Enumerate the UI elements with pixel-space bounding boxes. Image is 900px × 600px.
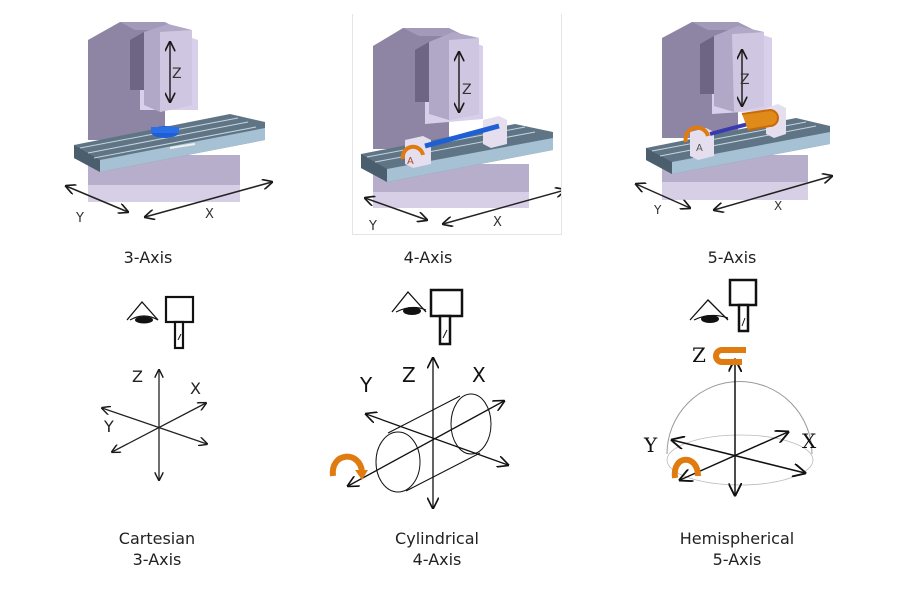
cutting-tool-icon bbox=[728, 278, 758, 333]
caption-subtitle: 4-Axis bbox=[412, 550, 462, 569]
x-axis-label: X bbox=[493, 215, 502, 230]
eye-icon bbox=[689, 299, 729, 323]
caption-cartesian: Cartesian 3-Axis bbox=[47, 528, 267, 570]
diagram-hemispherical: Z X Y bbox=[630, 270, 840, 510]
x-axis-label: X bbox=[190, 379, 201, 398]
diagram-cylindrical: Z X Y bbox=[320, 280, 520, 510]
diagram-cartesian: Z X Y bbox=[90, 280, 240, 500]
rotary-a-icon bbox=[683, 125, 710, 143]
x-axis-label: X bbox=[205, 207, 214, 222]
caption-title: Hemispherical bbox=[679, 529, 795, 548]
rotary-a-icon bbox=[671, 456, 701, 479]
machine-label-5-axis: 5-Axis bbox=[707, 248, 757, 267]
machine-4-axis-illustration: Z A Y X bbox=[361, 28, 561, 234]
eye-icon bbox=[391, 290, 427, 315]
svg-text:A: A bbox=[407, 156, 414, 167]
x-axis-arrow bbox=[348, 401, 504, 486]
x-axis-label: X bbox=[802, 429, 817, 453]
caption-title: Cylindrical bbox=[395, 529, 479, 548]
z-axis-label: Z bbox=[692, 343, 706, 367]
machine-label-4-axis: 4-Axis bbox=[403, 248, 453, 267]
caption-cylindrical: Cylindrical 4-Axis bbox=[327, 528, 547, 570]
z-axis-label: Z bbox=[132, 367, 143, 386]
caption-hemispherical: Hemispherical 5-Axis bbox=[627, 528, 847, 570]
machine-3-axis-illustration: Z Y X bbox=[60, 22, 290, 226]
z-axis-label: Z bbox=[172, 66, 182, 82]
y-axis-arrow bbox=[636, 184, 690, 208]
y-axis-arrow bbox=[66, 186, 128, 212]
machine-3-axis: Z Y X bbox=[60, 10, 290, 230]
y-axis-label: Y bbox=[653, 203, 662, 217]
rotary-c-icon bbox=[741, 108, 779, 131]
rotary-c-icon bbox=[713, 347, 746, 365]
svg-text:A: A bbox=[696, 143, 703, 154]
y-axis-label: Y bbox=[359, 373, 373, 397]
x-axis-arrow bbox=[714, 176, 832, 210]
y-axis-label: Y bbox=[75, 211, 84, 226]
cutting-tool-icon bbox=[429, 288, 464, 346]
y-axis-arrow bbox=[365, 198, 427, 220]
x-axis-arrow bbox=[145, 182, 272, 217]
y-axis-label: Y bbox=[643, 433, 658, 457]
machine-5-axis-illustration: Z A Y X bbox=[630, 22, 850, 217]
eye-icon bbox=[126, 301, 159, 324]
y-axis-arrow bbox=[102, 408, 207, 444]
z-axis-label: Z bbox=[402, 363, 416, 387]
y-axis-arrow bbox=[366, 414, 508, 465]
y-axis-label: Y bbox=[103, 417, 114, 436]
machine-label-3-axis: 3-Axis bbox=[123, 248, 173, 267]
x-axis-arrow bbox=[112, 403, 206, 452]
rotary-a-icon bbox=[400, 144, 425, 160]
cutting-tool-icon bbox=[164, 295, 195, 350]
z-axis-label: Z bbox=[462, 82, 472, 98]
rotary-workpiece bbox=[424, 123, 500, 149]
x-axis-arrow bbox=[443, 190, 561, 224]
x-axis-label: X bbox=[774, 199, 782, 213]
tailstock bbox=[483, 116, 507, 148]
y-axis-label: Y bbox=[368, 219, 377, 234]
machine-4-axis: Z A Y X bbox=[352, 14, 562, 235]
y-axis-arrow bbox=[672, 440, 805, 473]
x-axis-label: X bbox=[472, 363, 486, 387]
z-axis-label: Z bbox=[740, 72, 750, 88]
rotary-a-icon bbox=[329, 453, 365, 477]
caption-title: Cartesian bbox=[118, 529, 196, 548]
caption-subtitle: 3-Axis bbox=[132, 550, 182, 569]
caption-subtitle: 5-Axis bbox=[712, 550, 762, 569]
machine-5-axis: Z A Y X bbox=[630, 10, 850, 230]
